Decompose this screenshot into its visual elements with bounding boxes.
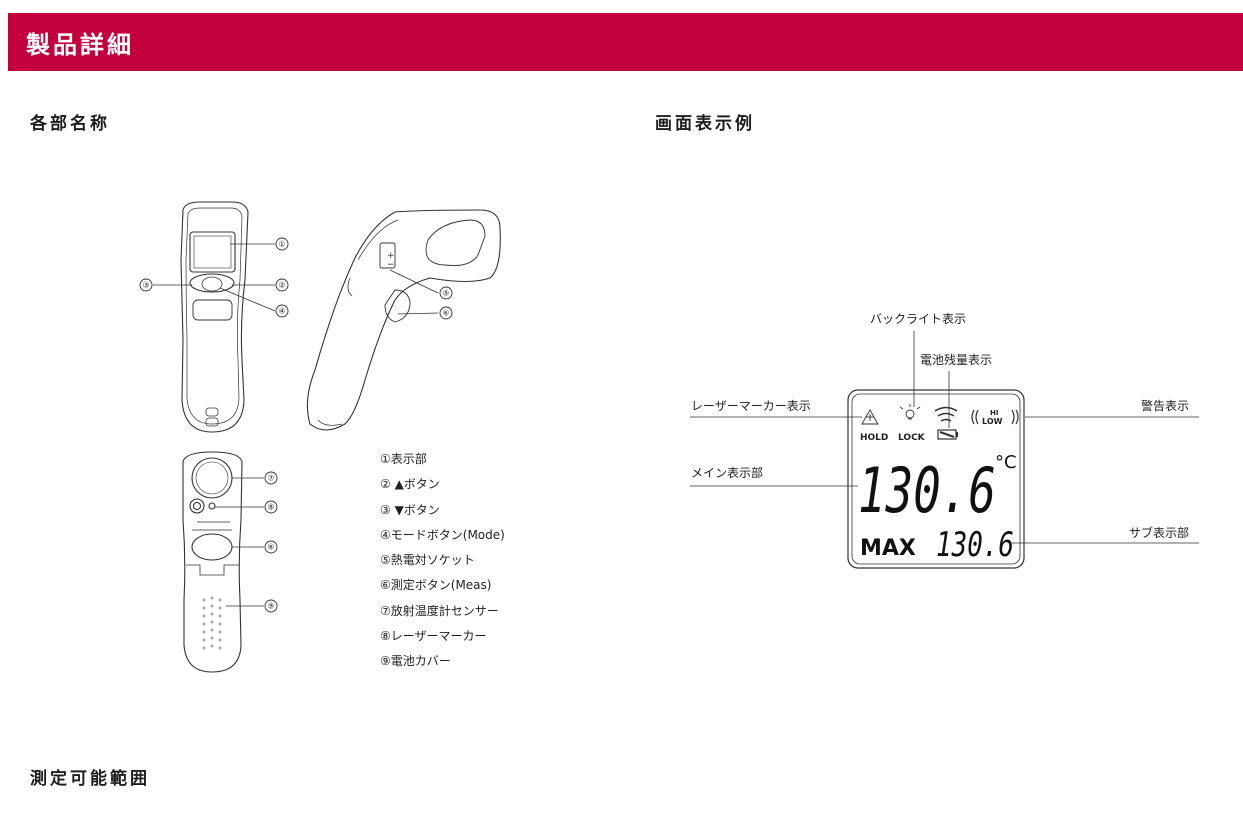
callout-number-9: ⑨ <box>267 602 274 611</box>
label-main-display: メイン表示部 <box>691 466 764 480</box>
signal-icon <box>934 406 958 422</box>
backlight-bulb-icon <box>899 404 921 420</box>
hi-indicator: HI <box>990 409 998 417</box>
callout-number-6: ⑥ <box>442 309 449 318</box>
label-battery: 電池残量表示 <box>920 353 993 367</box>
callout-6b <box>264 540 278 554</box>
callout-9 <box>264 599 278 613</box>
section-title-range: 測定可能範囲 <box>30 769 150 789</box>
callout-number-7: ⑦ <box>267 474 274 483</box>
warning-icon <box>971 409 1019 425</box>
list-item: ④モードボタン(Mode) <box>380 527 505 542</box>
thermometer-side-view: + − <box>306 209 501 431</box>
max-label: MAX <box>860 536 916 561</box>
list-item: ⑨電池カバー <box>380 654 451 669</box>
lock-indicator: LOCK <box>898 433 926 443</box>
battery-icon <box>937 429 958 440</box>
thermometer-front-view <box>180 201 249 433</box>
list-item: ⑤熱電対ソケット <box>380 553 475 568</box>
list-item: ⑦放射温度計センサー <box>380 603 499 618</box>
callout-8 <box>264 500 278 514</box>
callout-7 <box>264 471 278 485</box>
parts-list: ①表示部 ② ▲ボタン ③ ▼ボタン ④モードボタン(Mode) ⑤熱電対ソケッ… <box>380 450 505 678</box>
callout-number-1: ① <box>278 240 285 249</box>
callout-5 <box>439 286 453 300</box>
callout-number-2: ② <box>278 281 285 290</box>
laser-icon <box>861 409 879 425</box>
callout-6 <box>439 306 453 320</box>
callout-3 <box>139 278 153 292</box>
callout-number-6b: ⑥ <box>267 543 274 552</box>
hold-indicator: HOLD <box>860 433 888 443</box>
label-laser: レーザーマーカー表示 <box>691 399 811 413</box>
callout-4 <box>275 304 289 318</box>
page-title: 製品詳細 <box>26 30 134 59</box>
list-item: ⑧レーザーマーカー <box>380 629 487 644</box>
label-backlight: バックライト表示 <box>870 312 967 326</box>
svg-text:−: − <box>387 260 395 270</box>
list-item: ② ▲ボタン <box>380 477 440 492</box>
svg-text:+: + <box>387 251 395 261</box>
callout-number-3: ③ <box>142 281 149 290</box>
header-banner: 製品詳細 <box>8 13 1243 71</box>
sub-temperature-value: 130.6 <box>936 525 1014 565</box>
thermometer-back-view <box>182 451 243 673</box>
callout-number-8: ⑧ <box>267 503 274 512</box>
callout-1 <box>275 237 289 251</box>
section-title-display: 画面表示例 <box>655 114 755 134</box>
section-title-parts: 各部名称 <box>30 114 110 134</box>
callout-number-4: ④ <box>278 307 285 316</box>
list-item: ①表示部 <box>380 452 427 466</box>
callout-number-5: ⑤ <box>442 289 449 298</box>
low-indicator: LOW <box>982 417 1003 426</box>
callout-2 <box>275 278 289 292</box>
label-sub-display: サブ表示部 <box>1129 526 1190 540</box>
main-temperature-value: 130.6 <box>858 454 996 527</box>
list-item: ③ ▼ボタン <box>380 502 440 517</box>
list-item: ⑥測定ボタン(Meas) <box>380 578 492 593</box>
temperature-unit: °C <box>995 452 1017 473</box>
label-warning: 警告表示 <box>1141 399 1190 413</box>
